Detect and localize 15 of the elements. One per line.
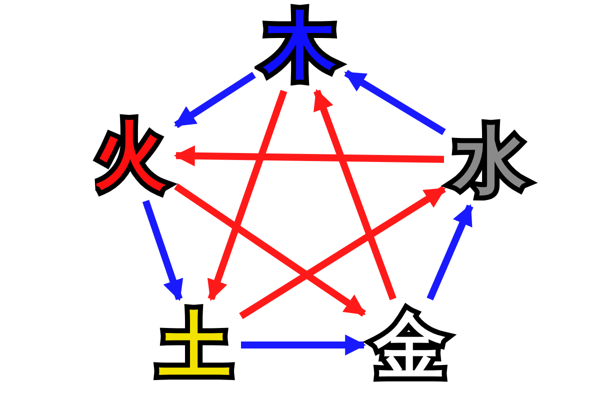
arrow — [174, 183, 366, 317]
element-character: 水 — [448, 118, 532, 202]
arrow — [207, 90, 288, 301]
element-character: 火 — [88, 113, 172, 197]
element-character: 金 — [368, 303, 452, 387]
arrow — [174, 72, 256, 128]
arrow — [239, 186, 446, 320]
element-character: 木 — [258, 3, 342, 87]
arrow — [241, 334, 366, 356]
arrow — [174, 145, 444, 166]
arrow — [314, 89, 396, 300]
arrow — [142, 200, 184, 301]
element-character: 土 — [153, 303, 237, 387]
arrow — [426, 204, 474, 300]
arrow — [344, 70, 446, 136]
